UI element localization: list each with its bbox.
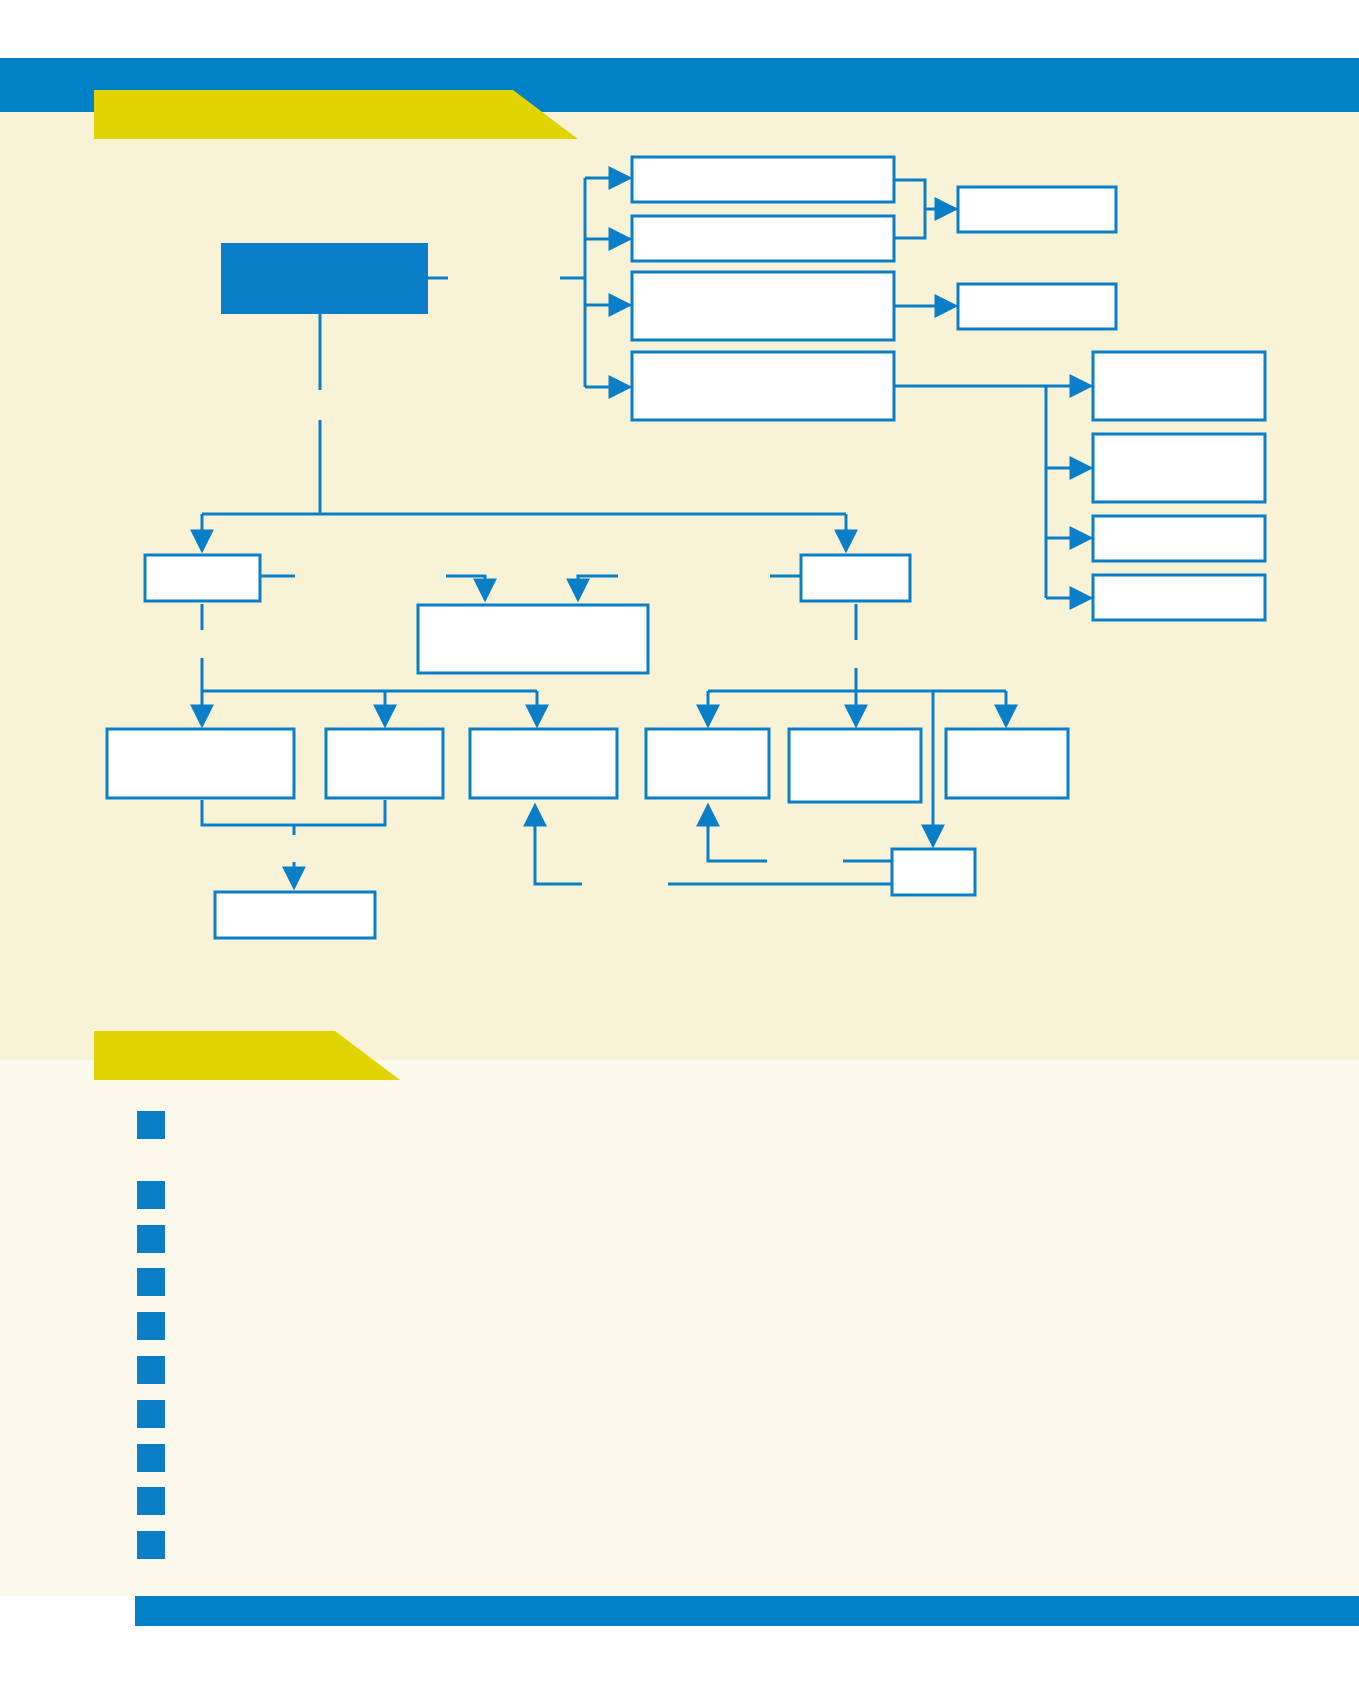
list-marker xyxy=(137,1487,165,1515)
far-right-node-1 xyxy=(1091,350,1267,422)
right-child-3 xyxy=(944,727,1070,800)
list-marker xyxy=(137,1312,165,1340)
right-target-1 xyxy=(956,185,1118,234)
left-child-3 xyxy=(468,727,619,800)
root-node xyxy=(221,243,428,314)
list-marker xyxy=(137,1111,165,1139)
diagram-section-tab xyxy=(94,90,578,139)
list-marker xyxy=(137,1400,165,1428)
list-marker xyxy=(137,1181,165,1209)
list-section-tab xyxy=(94,1031,400,1080)
far-right-node-4 xyxy=(1091,573,1267,622)
list-marker xyxy=(137,1356,165,1384)
far-right-node-2 xyxy=(1091,432,1267,504)
right-node-1 xyxy=(630,155,896,204)
right-child-2 xyxy=(787,727,923,804)
left-child-1 xyxy=(105,727,296,800)
right-node-4 xyxy=(630,350,896,422)
far-right-node-3 xyxy=(1091,514,1267,563)
right-target-2 xyxy=(956,282,1118,331)
list-marker xyxy=(137,1531,165,1559)
center-node xyxy=(416,603,650,675)
bottom-banner xyxy=(135,1596,1359,1626)
left-child-2 xyxy=(324,727,445,800)
list-marker xyxy=(137,1225,165,1253)
small-node xyxy=(890,847,977,897)
list-panel xyxy=(0,1060,1359,1596)
right-branch-node xyxy=(799,553,912,603)
list-marker xyxy=(137,1268,165,1296)
list-marker xyxy=(137,1444,165,1472)
right-node-2 xyxy=(630,214,896,263)
left-merge-node xyxy=(213,890,377,940)
right-child-1 xyxy=(644,727,771,800)
right-node-3 xyxy=(630,270,896,342)
left-branch-node xyxy=(143,553,262,603)
